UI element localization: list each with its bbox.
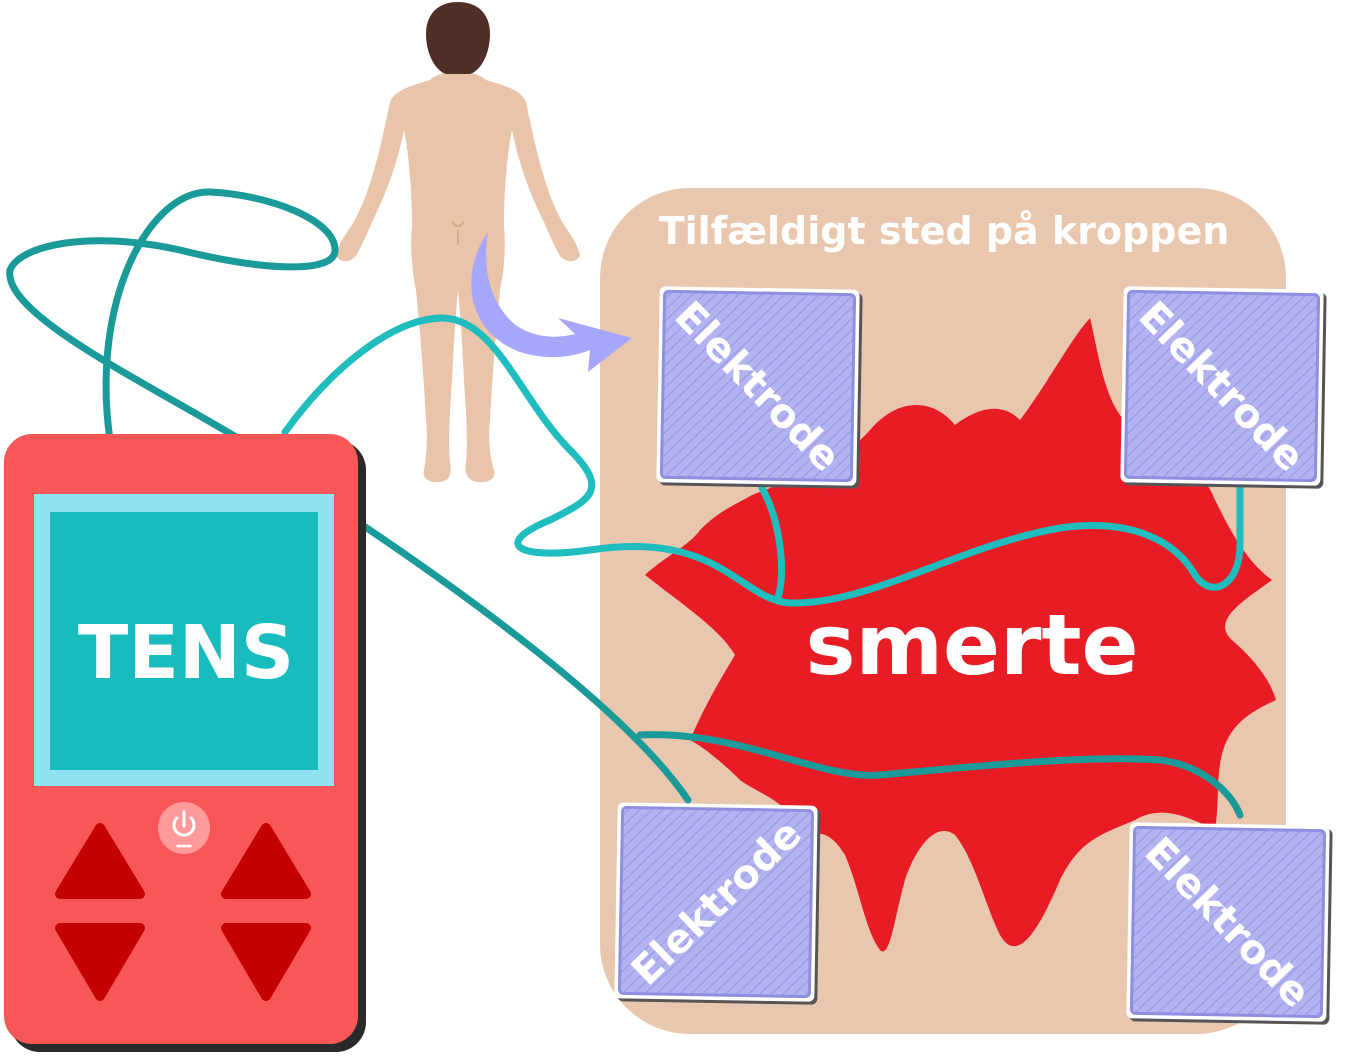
wires-light — [281, 314, 1244, 607]
tens-device: TENS — [4, 434, 366, 1052]
up-arrow-right-button[interactable] — [221, 823, 311, 899]
electrode-bottom-left: Elektrode — [614, 802, 821, 1005]
electrode-top-left: Elektrode — [656, 286, 863, 489]
device-screen — [50, 512, 318, 770]
electrode-bottom-right: Elektrode — [1126, 822, 1333, 1025]
down-arrow-right-button[interactable] — [221, 923, 311, 1001]
region-label: Tilfældigt sted på kroppen — [659, 209, 1230, 253]
electrode-top-right: Elektrode — [1120, 286, 1327, 489]
power-button[interactable] — [158, 802, 210, 854]
down-arrow-left-button[interactable] — [55, 923, 145, 1001]
up-arrow-left-button[interactable] — [55, 823, 145, 899]
human-figure — [336, 2, 580, 483]
pointer-arrow — [471, 232, 632, 372]
device-label: TENS — [78, 610, 294, 696]
power-icon — [172, 810, 196, 848]
wires-dark — [6, 188, 1244, 819]
pain-label: smerte — [805, 596, 1138, 694]
